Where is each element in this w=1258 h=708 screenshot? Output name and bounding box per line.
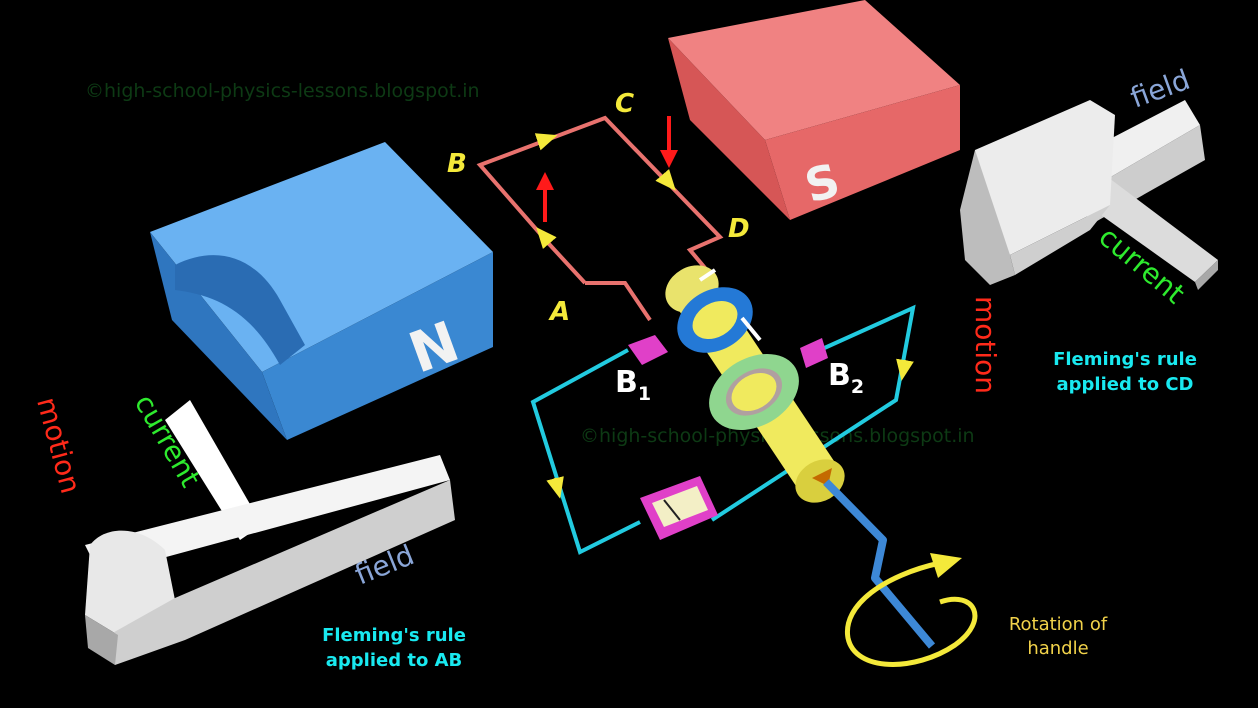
crank-handle <box>823 479 936 649</box>
galvanometer-needle <box>663 499 681 521</box>
right-hand-rule: field current motion <box>960 63 1218 394</box>
caption-rotation-line1: Rotation of <box>1009 614 1108 635</box>
caption-ab: Fleming's rule applied to AB <box>322 625 466 671</box>
brushes: B1 B2 <box>615 335 864 405</box>
south-magnet: S <box>668 0 960 220</box>
north-magnet: N <box>150 142 493 440</box>
coil: A B C D <box>447 89 750 327</box>
coil-label-d: D <box>728 214 750 244</box>
current-arrow-cd <box>655 169 676 191</box>
caption-ab-line2: applied to AB <box>326 650 463 671</box>
current-arrow-bc <box>534 133 558 151</box>
galvanometer <box>640 476 718 540</box>
coil-label-a: A <box>548 297 570 327</box>
shaft-assembly <box>665 265 845 503</box>
right-hand-motion-label: motion <box>969 296 1002 394</box>
coil-label-c: C <box>615 89 634 119</box>
left-hand-motion-label: motion <box>30 394 87 497</box>
caption-rotation-line2: handle <box>1027 638 1088 659</box>
left-hand-rule: motion current field <box>30 389 455 665</box>
caption-cd: Fleming's rule applied to CD <box>1053 349 1197 395</box>
rotation-arrow <box>845 553 978 667</box>
brush-b2 <box>800 338 828 368</box>
caption-ab-line1: Fleming's rule <box>322 625 466 646</box>
caption-cd-line2: applied to CD <box>1056 374 1193 395</box>
brush-label-b1: B1 <box>615 365 651 405</box>
coil-label-b: B <box>447 149 467 179</box>
current-arrow-ab <box>536 227 557 249</box>
brush-b1 <box>628 335 668 365</box>
brush-label-b2: B2 <box>828 358 864 398</box>
watermark-top: ©high-school-physics-lessons.blogspot.in <box>85 80 480 102</box>
caption-rotation: Rotation of handle <box>1009 614 1108 659</box>
force-arrows <box>536 116 678 222</box>
caption-cd-line1: Fleming's rule <box>1053 349 1197 370</box>
